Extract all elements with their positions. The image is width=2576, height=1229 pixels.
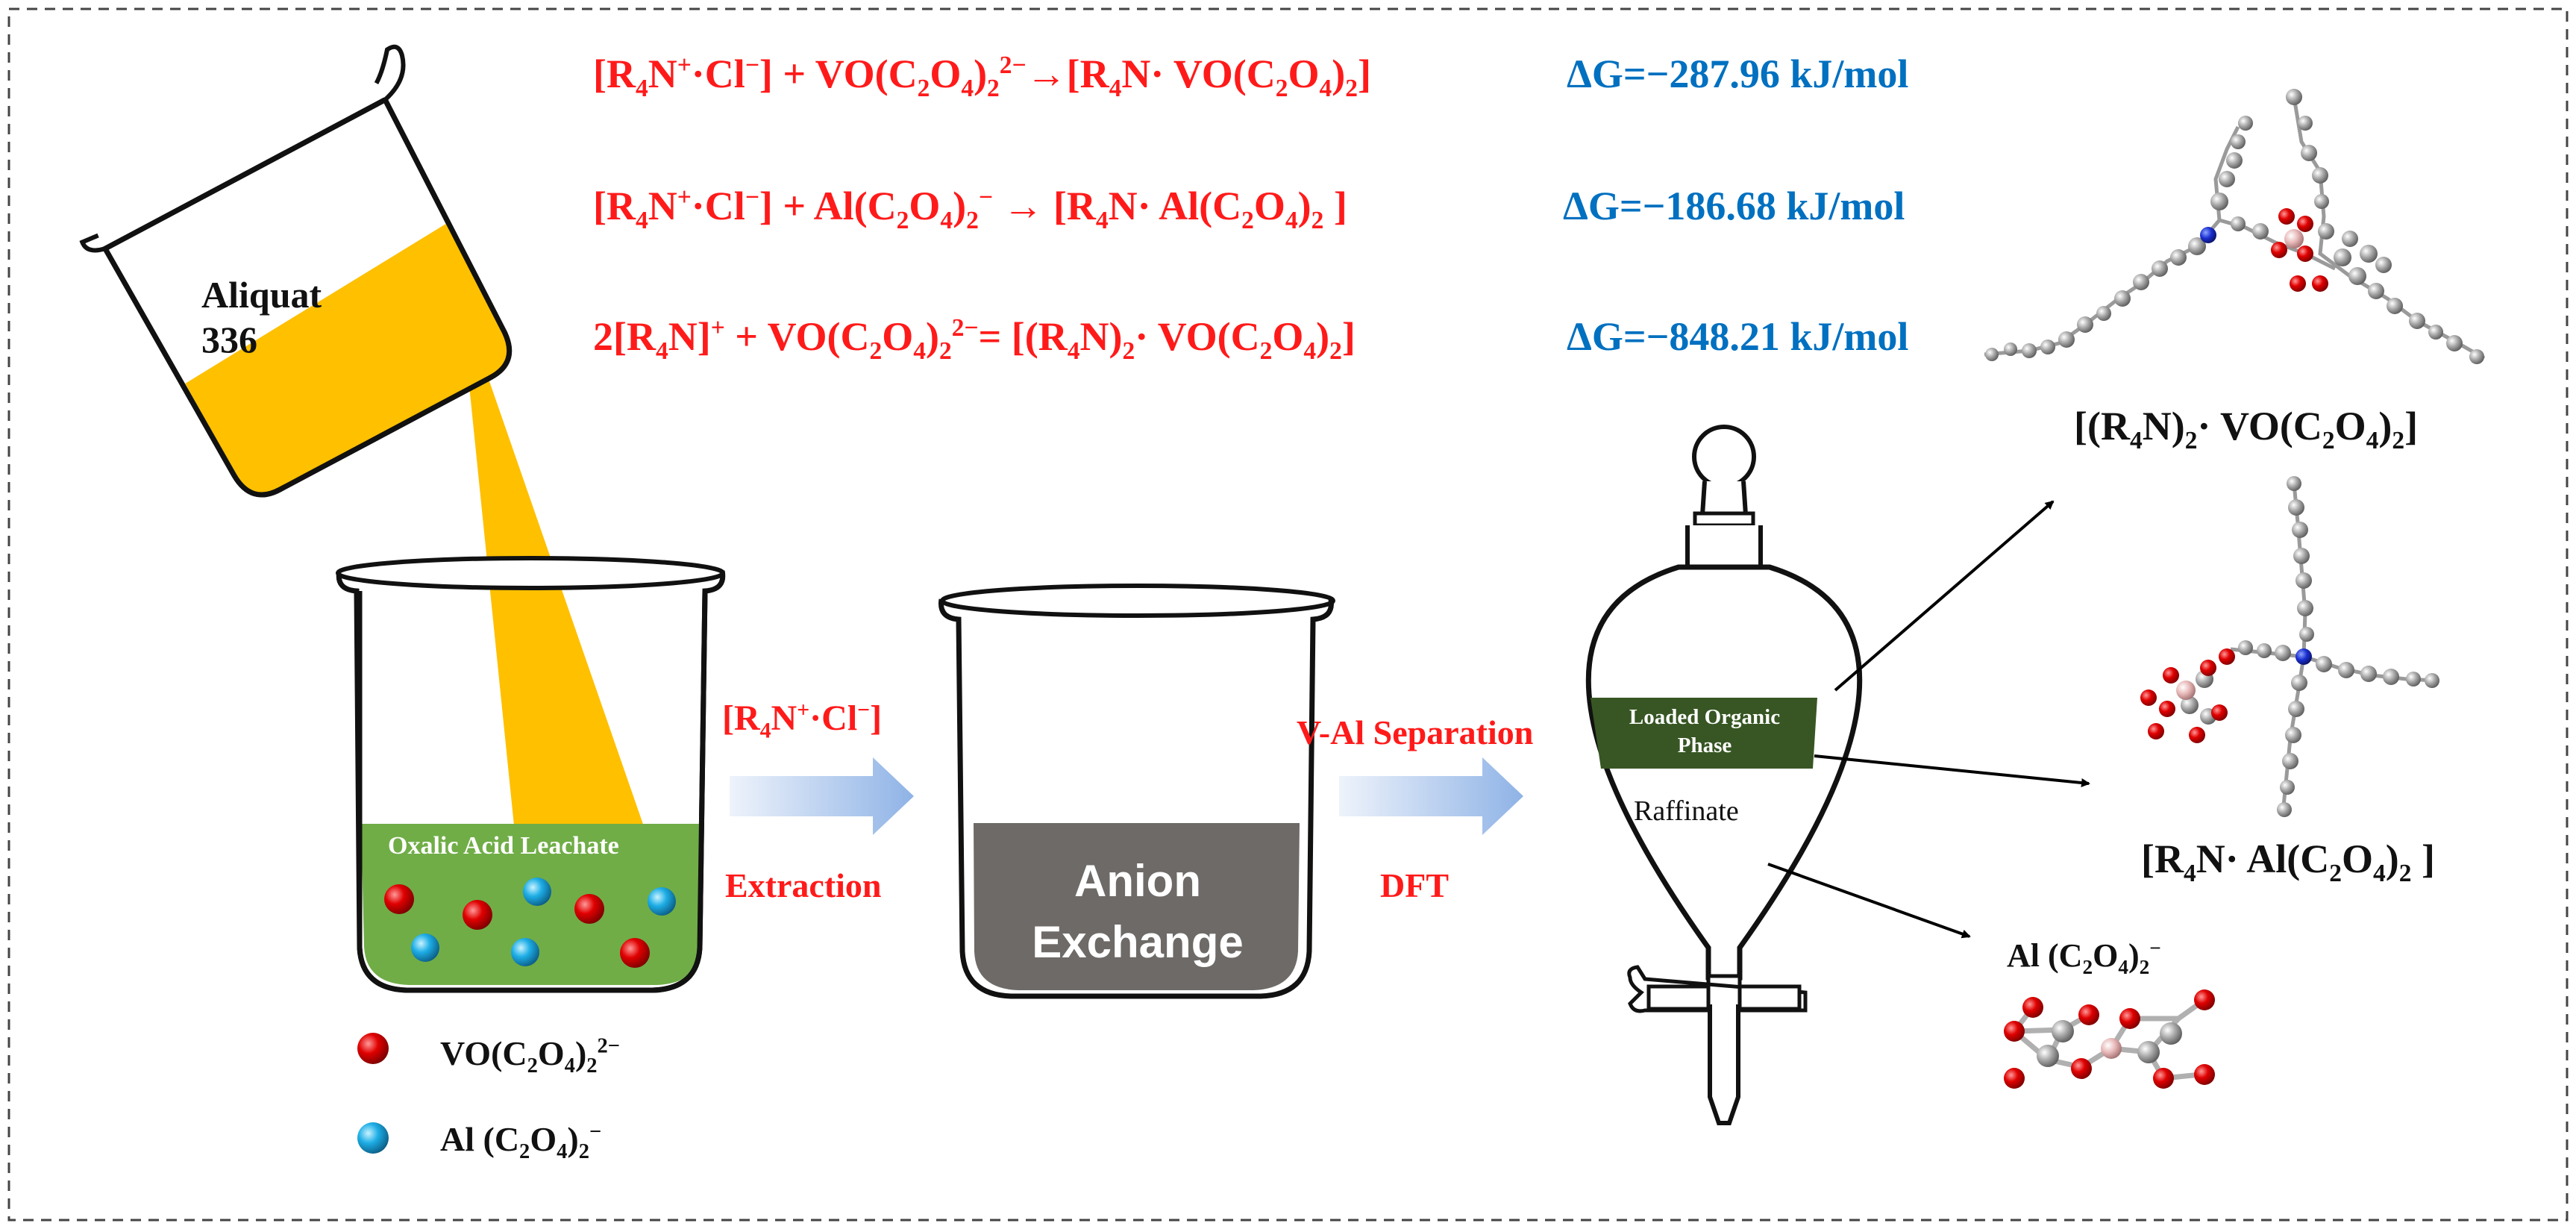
equation-2: [R4N+·Cl−] + Al(C2O4)2− → [R4N· Al(C2O4)…: [593, 183, 1347, 234]
molecule-top-icon: [1984, 89, 2486, 364]
aluminium-ion-ball: [411, 934, 439, 962]
aluminium-ion-ball: [648, 887, 676, 916]
organic-phase-label: Loaded Organic Phase: [1596, 703, 1813, 760]
vanadium-ion-ball: [463, 900, 492, 930]
product-middle-label: [R4N· Al(C2O4)2 ]: [2141, 836, 2435, 887]
leachate-label: Oxalic Acid Leachate: [388, 832, 619, 860]
arrow-separation: [1339, 757, 1523, 835]
molecule-middle-icon: [2140, 476, 2439, 817]
vanadium-ion-ball: [384, 884, 414, 914]
vanadium-ion-ball: [620, 938, 650, 968]
pointer-arrow-middle: [1814, 754, 2090, 787]
organic-label-line1: Loaded Organic: [1629, 705, 1781, 729]
equation-3: 2[R4N]+ + VO(C2O4)22−= [(R4N)2· VO(C2O4)…: [593, 313, 1356, 365]
legend-blue-ball: [357, 1122, 389, 1154]
equation-1-lhs: [R4N+·Cl−] + VO(C2O4)22−→[R4N· VO(C2O4)2…: [593, 51, 1371, 102]
product-bottom-label: Al (C2O4)2−: [2007, 936, 2161, 978]
arrow2-bottom-label: DFT: [1380, 866, 1449, 904]
pour-stream: [466, 357, 646, 833]
anion-label-line1: Anion: [1074, 856, 1201, 906]
pointer-arrow-bottom: [1767, 863, 1971, 939]
aliquat-label-line2: 336: [201, 319, 257, 360]
organic-label-line2: Phase: [1677, 734, 1732, 757]
aluminium-ion-ball: [523, 878, 551, 906]
vanadium-ion-ball: [574, 894, 604, 924]
dashed-frame: [7, 7, 2569, 1222]
arrow1-bottom-label: Extraction: [725, 866, 882, 904]
aliquat-label-line1: Aliquat: [201, 274, 322, 316]
arrow-extraction: [730, 757, 914, 835]
equation-1-dg: ΔG=−287.96 kJ/mol: [1567, 51, 1909, 96]
separatory-funnel-icon: [1585, 425, 1863, 1125]
equation-3-dg: ΔG=−848.21 kJ/mol: [1567, 314, 1909, 359]
anion-exchange-label: Anion Exchange: [977, 851, 1298, 973]
ion-balls: [384, 878, 676, 968]
product-top-label: [(R4N)2· VO(C2O4)2]: [2074, 404, 2419, 454]
pointer-arrow-top: [1834, 500, 2055, 692]
aliquat-label: Aliquat 336: [201, 272, 322, 362]
equation-1: [R4N+·Cl−] + VO(C2O4)22−→[R4N· VO(C2O4)2…: [593, 51, 1371, 102]
aluminium-ion-ball: [511, 938, 539, 966]
legend-red-ball: [357, 1033, 389, 1064]
arrow2-top-label: V-Al Separation: [1297, 713, 1534, 751]
legend-al-text: Al (C2O4)2−: [440, 1120, 602, 1164]
anion-beaker-icon: [938, 584, 1335, 999]
raffinate-label: Raffinate: [1634, 795, 1739, 827]
organic-phase-band: [1591, 698, 1817, 769]
equation-2-lhs: [R4N+·Cl−] + Al(C2O4)2− → [R4N· Al(C2O4)…: [593, 184, 1347, 234]
leach-beaker-icon: [336, 556, 726, 993]
molecule-bottom-icon: [2004, 989, 2215, 1089]
pour-beaker-icon: [79, 44, 513, 498]
arrow1-top-label: [R4N+·Cl−]: [722, 698, 883, 743]
equation-2-dg: ΔG=−186.68 kJ/mol: [1563, 184, 1905, 228]
anion-label-line2: Exchange: [1032, 917, 1244, 967]
equation-3-lhs: 2[R4N]+ + VO(C2O4)22−= [(R4N)2· VO(C2O4)…: [593, 314, 1356, 365]
legend-vo-text: VO(C2O4)22−: [440, 1034, 621, 1078]
